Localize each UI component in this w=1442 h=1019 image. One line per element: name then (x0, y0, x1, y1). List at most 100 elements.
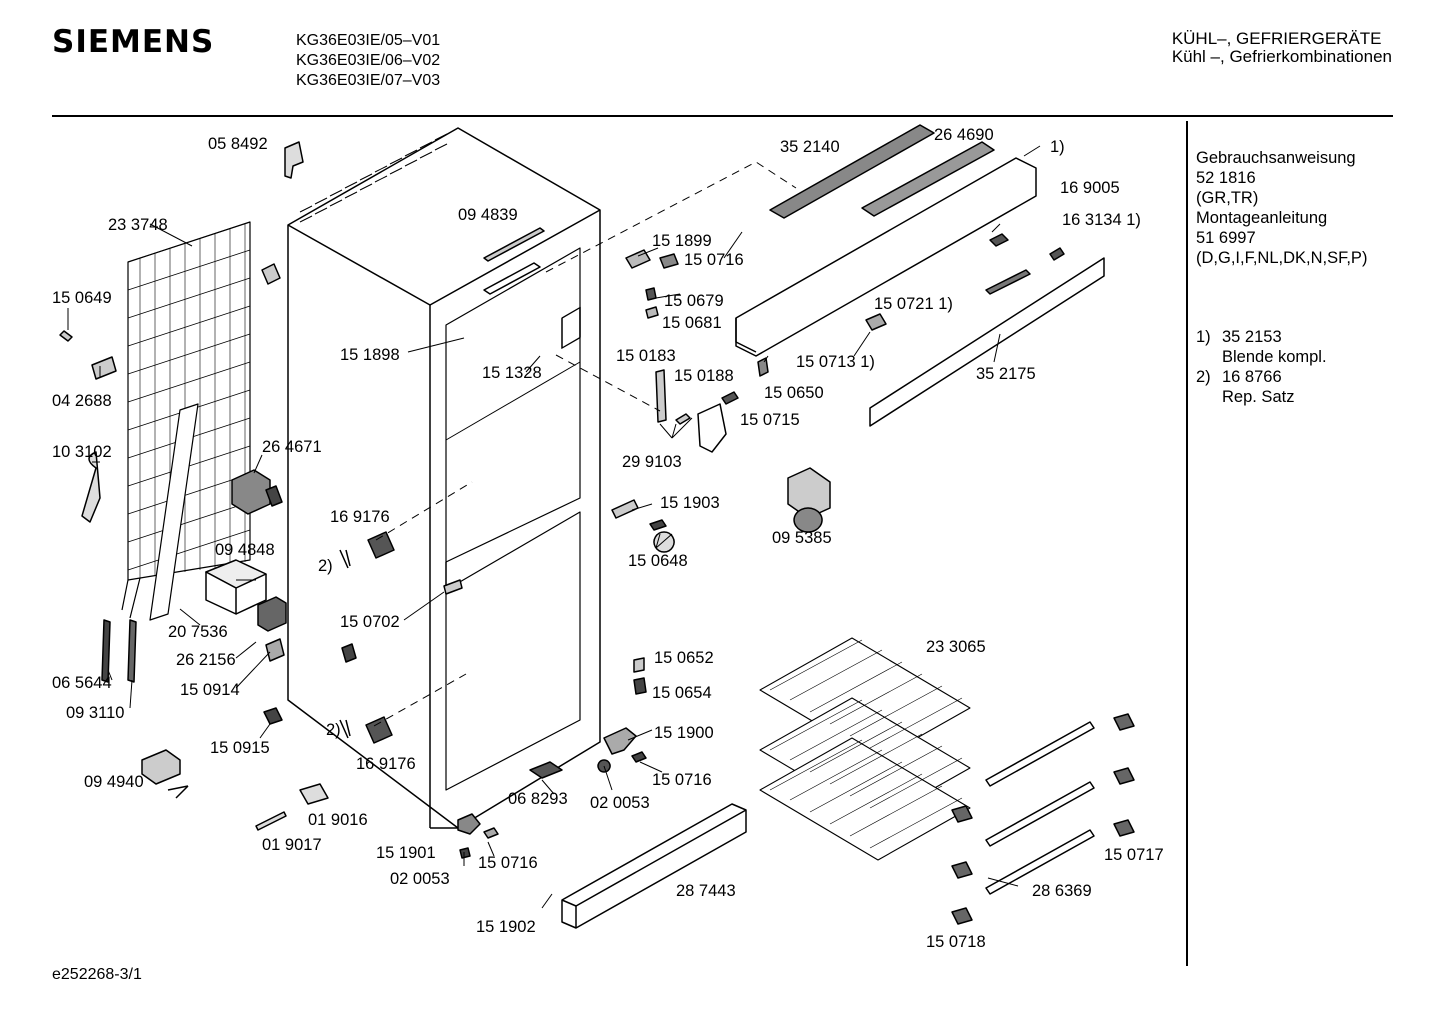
part-label: 20 7536 (168, 623, 228, 641)
part-label: 01 9017 (262, 836, 322, 854)
sensor-part (127, 619, 137, 683)
rod-part (255, 811, 287, 831)
part-label: 06 5644 (52, 674, 112, 692)
part-label: 09 3110 (66, 704, 124, 722)
part-label: 02 0053 (390, 870, 450, 888)
part-label: 23 3748 (108, 216, 168, 234)
part-label: 35 2140 (780, 138, 840, 156)
part-label: 2) (326, 721, 341, 739)
model-number: KG36E03IE/07–V03 (296, 72, 441, 89)
model-list: KG36E03IE/05–V01 KG36E03IE/06–V02 KG36E0… (296, 31, 440, 91)
doc-line: (GR,TR) (1196, 189, 1259, 207)
part-label: 15 1902 (476, 918, 536, 936)
part-label: 02 0053 (590, 794, 650, 812)
foot-part (529, 761, 563, 779)
part-label: 15 0915 (210, 739, 270, 757)
footnote-code: 35 2153 (1222, 328, 1282, 346)
cylinder-part (299, 783, 329, 805)
part-label: 28 6369 (1032, 882, 1092, 900)
header-divider (52, 115, 1393, 117)
documentation-list: Gebrauchsanweisung 52 1816 (GR,TR) Monta… (1196, 148, 1367, 268)
hinge-part (443, 579, 463, 595)
part-label: 15 0654 (652, 684, 712, 702)
control-board (769, 124, 935, 219)
part-label: 15 0188 (674, 367, 734, 385)
part-label: 15 1899 (652, 232, 712, 250)
part-label: 09 4839 (458, 206, 518, 224)
brand-logo: SIEMENS (52, 24, 215, 60)
cabinet-vents (299, 133, 448, 223)
footnote-number: 2) (1196, 368, 1211, 386)
part-label: 05 8492 (208, 135, 268, 153)
small-clip-part (263, 707, 283, 725)
footnote: 2) 16 8766 (1196, 367, 1327, 387)
doc-line: 51 6997 (1196, 229, 1256, 247)
part-label: 15 0914 (180, 681, 240, 699)
doc-line: Montageanleitung (1196, 209, 1328, 227)
footnotes: 1) 35 2153 Blende kompl. 2) 16 8766 Rep.… (1196, 327, 1327, 407)
part-label: 15 0650 (764, 384, 824, 402)
doc-line: (D,G,I,F,NL,DK,N,SF,P) (1196, 249, 1368, 267)
sidebar-divider (1186, 121, 1188, 966)
footnote-desc: Blende kompl. (1222, 348, 1327, 366)
part-labels: 05 8492 23 3748 15 0649 04 2688 10 3102 … (52, 126, 1164, 951)
part-label: 16 9176 (356, 755, 416, 773)
part-label: 15 0183 (616, 347, 676, 365)
doc-line: Gebrauchsanweisung (1196, 149, 1356, 167)
clip-part (261, 263, 281, 285)
hinge-bottom-part (457, 813, 481, 835)
footnote-desc: Rep. Satz (1222, 388, 1295, 406)
part-label: 15 1900 (654, 724, 714, 742)
part-label: 15 0702 (340, 613, 400, 631)
part-label: 09 4848 (215, 541, 275, 559)
part-label: 01 9016 (308, 811, 368, 829)
motor-part (141, 749, 181, 785)
fan-cover-part (367, 531, 395, 559)
drawer-front (561, 803, 747, 929)
part-label: 15 1903 (660, 494, 720, 512)
footnote-number: 1) (1196, 328, 1211, 346)
category-title: KÜHL–, GEFRIERGERÄTE Kühl –, Gefrierkomb… (1172, 30, 1392, 66)
fan-cover (787, 467, 831, 533)
part-label: 15 0713 1) (796, 353, 875, 371)
button-part (865, 313, 887, 331)
part-label: 16 9176 (330, 508, 390, 526)
document-id: e252268-3/1 (52, 966, 142, 983)
transformer-part (257, 596, 287, 632)
shelf-rail (985, 829, 1095, 895)
screw-part (59, 330, 73, 342)
model-number: KG36E03IE/05–V01 (296, 32, 441, 49)
category-line: Kühl –, Gefrierkombinationen (1171, 47, 1392, 66)
part-label: 35 2175 (976, 365, 1036, 383)
drawing (59, 124, 1135, 929)
part-label: 26 2156 (176, 651, 236, 669)
part-label: 15 0648 (628, 552, 688, 570)
part-label: 28 7443 (676, 882, 736, 900)
part-label: 10 3102 (52, 443, 112, 461)
clamp-part (91, 356, 117, 380)
fridge-cabinet (287, 127, 601, 829)
part-label: 2) (318, 557, 333, 575)
part-label: 15 0649 (52, 289, 112, 307)
wire-shelves (759, 637, 971, 861)
assembly-lines (373, 161, 797, 727)
panel-strip (869, 257, 1105, 427)
footnote-desc-row: Blende kompl. (1196, 347, 1327, 367)
part-label: 15 0716 (684, 251, 744, 269)
shelf-rail (985, 781, 1095, 847)
part-label: 15 0717 (1104, 846, 1164, 864)
part-label: 15 0652 (654, 649, 714, 667)
part-label: 15 0721 1) (874, 295, 953, 313)
sensor-part (101, 619, 111, 683)
category-line: KÜHL–, GEFRIERGERÄTE (1171, 29, 1382, 48)
connector-part (265, 485, 283, 507)
footnote-code: 16 8766 (1222, 368, 1282, 386)
leader-lines (67, 145, 1041, 909)
footnote: 1) 35 2153 (1196, 327, 1327, 347)
part-label: 15 0716 (652, 771, 712, 789)
control-board-front (861, 141, 995, 217)
part-label: 16 9005 (1060, 179, 1120, 197)
hose-part (81, 451, 101, 523)
holder-part (265, 638, 285, 662)
